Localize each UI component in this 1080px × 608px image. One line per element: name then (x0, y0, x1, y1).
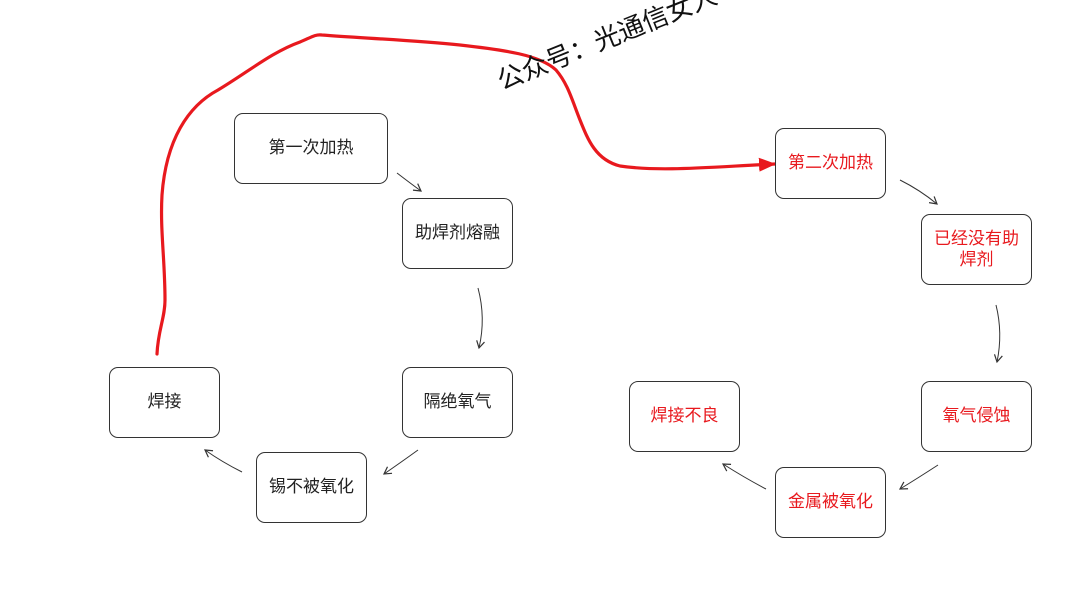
arrow-isolate-to-tin (383, 449, 419, 475)
node-metal-oxidized: 金属被氧化 (775, 467, 886, 538)
highlight-curve-arrow (155, 33, 777, 356)
node-isolate-oxygen-label: 隔绝氧气 (423, 392, 492, 412)
node-no-flux: 已经没有助焊剂 (921, 214, 1032, 285)
node-poor-solder-label: 焊接不良 (650, 406, 719, 426)
node-flux-melts-label: 助焊剂熔融 (415, 223, 500, 243)
node-poor-solder: 焊接不良 (629, 381, 740, 452)
arrow-flux-to-isolate (476, 287, 485, 350)
node-soldering-label: 焊接 (147, 392, 182, 412)
arrow-oxygen-to-metal (898, 464, 939, 490)
node-oxygen-erosion: 氧气侵蚀 (921, 381, 1032, 452)
node-no-flux-label: 已经没有助焊剂 (934, 228, 1019, 270)
arrow-tin-to-soldering (204, 449, 243, 473)
node-oxygen-erosion-label: 氧气侵蚀 (942, 406, 1011, 426)
node-second-heating-label: 第二次加热 (788, 153, 873, 173)
node-isolate-oxygen: 隔绝氧气 (402, 367, 513, 438)
node-tin-not-oxidized: 锡不被氧化 (256, 452, 367, 523)
arrow-metal-to-poor-solder (721, 463, 767, 490)
arrow-second-heating-to-no-flux (899, 179, 938, 205)
node-soldering: 焊接 (109, 367, 220, 438)
node-first-heating: 第一次加热 (234, 113, 388, 184)
node-flux-melts: 助焊剂熔融 (402, 198, 513, 269)
arrow-no-flux-to-oxygen (993, 304, 1003, 364)
node-first-heating-label: 第一次加热 (268, 138, 354, 158)
arrow-first-heating-to-flux (396, 172, 422, 192)
node-tin-not-oxidized-label: 锡不被氧化 (269, 477, 354, 497)
node-second-heating: 第二次加热 (775, 128, 886, 199)
node-metal-oxidized-label: 金属被氧化 (788, 492, 873, 512)
